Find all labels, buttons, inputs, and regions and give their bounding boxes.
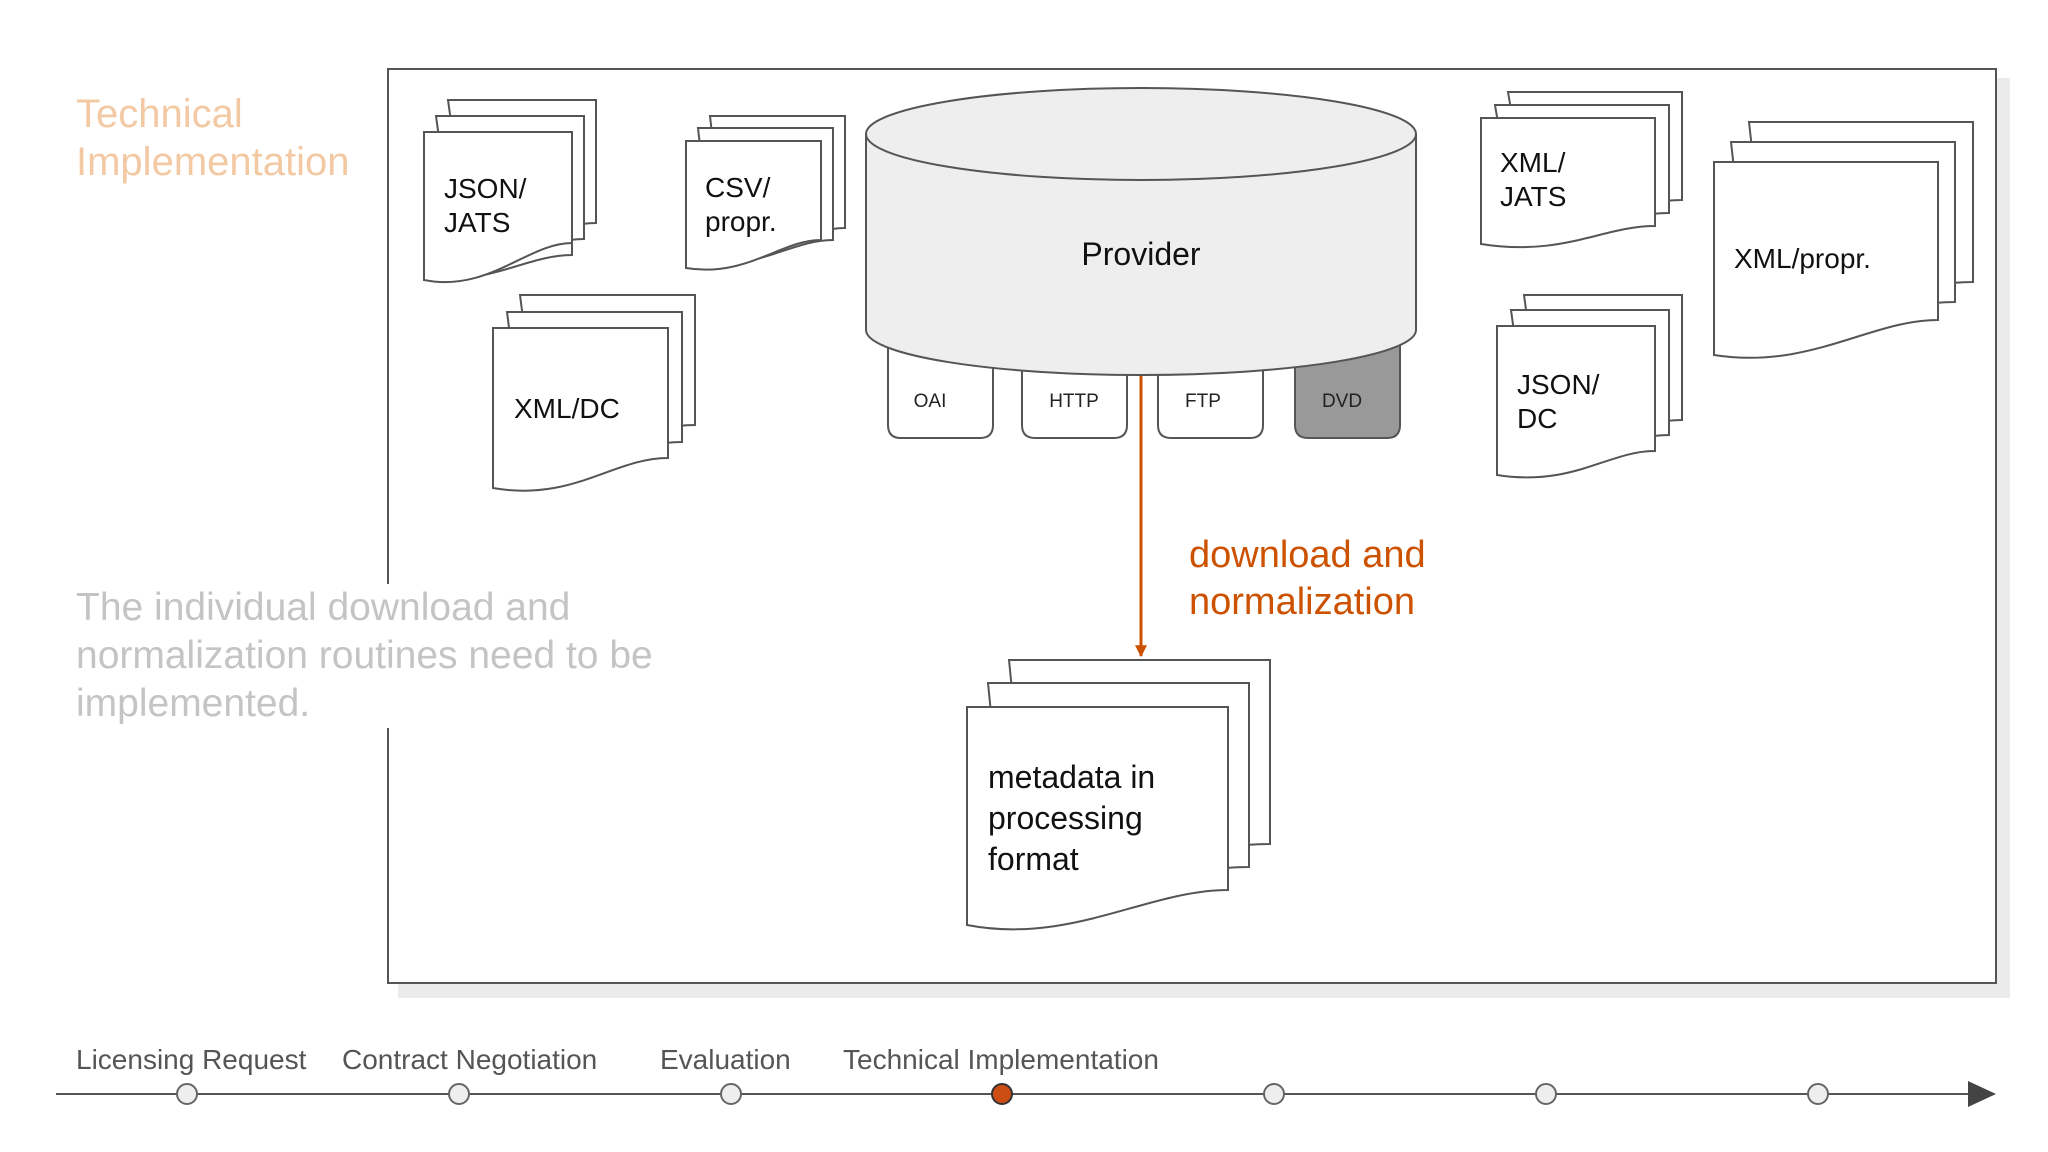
output-label-line1: metadata in [988, 759, 1155, 795]
svg-text:CSV/ propr.: CSV/ propr. [705, 172, 778, 237]
timeline-label-licensing-request[interactable]: Licensing Request [76, 1044, 307, 1075]
source-document-json-dc: JSON/ DC [1496, 294, 1683, 479]
access-method-label: DVD [1322, 391, 1362, 412]
timeline-label-technical-implementation[interactable]: Technical Implementation [843, 1044, 1159, 1075]
timeline-node[interactable] [720, 1083, 742, 1105]
document-label-line2: DC [1517, 403, 1557, 434]
slide-title-line2: Implementation [76, 140, 350, 184]
svg-text:JSON/ DC: JSON/ DC [1517, 369, 1607, 434]
arrow-label: download and normalization [1189, 534, 1436, 623]
slide-note: The individual download and normalizatio… [64, 584, 708, 728]
svg-text:XML/propr.: XML/propr. [1734, 243, 1871, 274]
timeline-nodes [176, 1083, 1829, 1105]
timeline-node[interactable] [1263, 1083, 1285, 1105]
timeline-node[interactable] [1807, 1083, 1829, 1105]
document-label-line1: JSON/ [444, 173, 527, 204]
timeline-node[interactable] [176, 1083, 198, 1105]
timeline-node[interactable] [1535, 1083, 1557, 1105]
slide-title-line1: Technical [76, 92, 243, 136]
svg-text:metadata in processing: metadata in processing format [988, 759, 1164, 877]
output-label-line3: format [988, 841, 1079, 877]
source-document-xml-dc: XML/DC [492, 294, 696, 492]
timeline-node-active[interactable] [991, 1083, 1013, 1105]
access-method-label: HTTP [1049, 391, 1099, 412]
slide-title: Technical Implementation [76, 90, 349, 186]
document-label-line2: JATS [1500, 181, 1566, 212]
document-label-line2: JATS [444, 207, 510, 238]
document-label-line2: propr. [705, 206, 777, 237]
timeline-node[interactable] [448, 1083, 470, 1105]
access-method-label: OAI [914, 391, 947, 412]
document-label-line1: JSON/ [1517, 369, 1600, 400]
document-label-line1: XML/ [1500, 147, 1566, 178]
document-label-line1: XML/DC [514, 393, 620, 424]
source-document-xml-jats: XML/ JATS [1480, 91, 1683, 249]
svg-text:XML/DC: XML/DC [514, 393, 620, 424]
arrow-label-line2: normalization [1189, 581, 1415, 623]
document-label-line1: XML/propr. [1734, 243, 1871, 274]
source-document-csv-propr: CSV/ propr. [685, 115, 846, 271]
provider-label: Provider [1081, 236, 1201, 272]
arrow-label-bg [1180, 522, 1474, 632]
svg-text:XML/ JATS: XML/ JATS [1500, 147, 1573, 212]
provider-database: Provider [865, 87, 1417, 376]
access-method-label: FTP [1185, 391, 1221, 412]
output-label-line2: processing [988, 800, 1143, 836]
svg-text:JSON/ JATS: JSON/ JATS [444, 173, 534, 238]
arrow-label-line1: download and [1189, 534, 1426, 576]
source-document-xml-propr: XML/propr. [1713, 121, 1974, 359]
timeline-arrowhead [1968, 1081, 1996, 1107]
timeline-label-contract-negotiation[interactable]: Contract Negotiation [342, 1044, 598, 1075]
output-document: metadata in processing format [966, 659, 1271, 931]
document-label-line1: CSV/ [705, 172, 771, 203]
timeline-label-evaluation[interactable]: Evaluation [660, 1044, 791, 1075]
source-document-json-jats: JSON/ JATS [422, 99, 597, 284]
